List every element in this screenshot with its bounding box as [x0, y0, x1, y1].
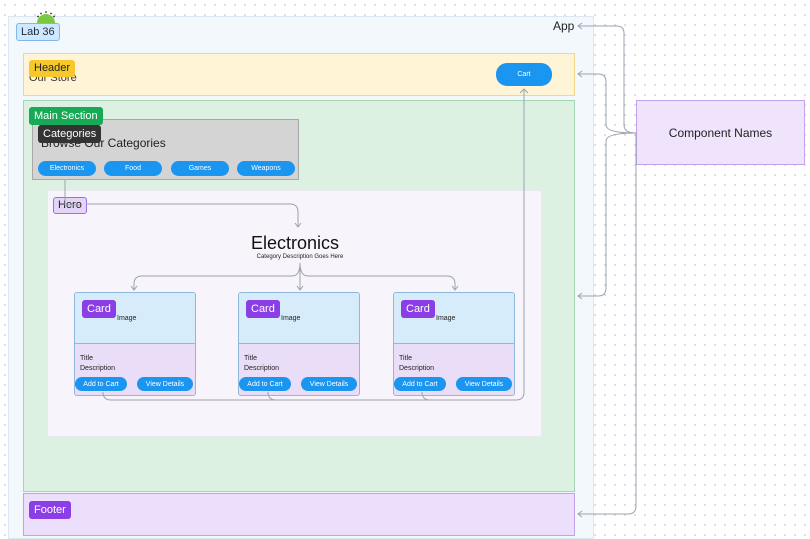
card-tag: Card: [401, 300, 435, 318]
add-to-cart-button[interactable]: Add to Cart: [75, 377, 127, 391]
card-description: Description: [80, 365, 116, 372]
hero-description: Category Description Goes Here: [256, 254, 344, 260]
header-tag: Header: [29, 60, 76, 77]
card-tag: Card: [82, 300, 116, 318]
product-card: Card Image Title Description Add to Cart…: [238, 292, 360, 396]
product-card: Card Image Title Description Add to Cart…: [393, 292, 515, 396]
card-description: Description: [244, 365, 280, 372]
view-details-button[interactable]: View Details: [137, 377, 193, 391]
card-title: Title: [244, 355, 257, 362]
main-section-tag: Main Section: [29, 107, 103, 125]
card-image-label: Image: [436, 315, 456, 322]
category-weapons-button[interactable]: Weapons: [237, 161, 295, 176]
view-details-button[interactable]: View Details: [456, 377, 512, 391]
category-games-button[interactable]: Games: [171, 161, 229, 176]
lab-logo-icon: [37, 11, 55, 23]
lab-badge: Lab 36: [16, 23, 60, 41]
component-names-box: Component Names: [636, 100, 805, 165]
card-title: Title: [80, 355, 93, 362]
cart-button[interactable]: Cart: [496, 63, 552, 86]
category-food-button[interactable]: Food: [104, 161, 162, 176]
view-details-button[interactable]: View Details: [301, 377, 357, 391]
header-section: [23, 53, 575, 96]
card-tag: Card: [246, 300, 280, 318]
product-card: Card Image Title Description Add to Cart…: [74, 292, 196, 396]
card-description: Description: [399, 365, 435, 372]
app-label: App: [553, 19, 575, 33]
footer-section: [23, 493, 575, 536]
hero-tag: Hero: [53, 197, 87, 214]
footer-tag: Footer: [29, 501, 71, 519]
hero-title: Electronics: [250, 233, 340, 253]
categories-tag: Categories: [38, 125, 102, 143]
card-image-label: Image: [117, 315, 137, 322]
card-title: Title: [399, 355, 412, 362]
add-to-cart-button[interactable]: Add to Cart: [394, 377, 446, 391]
card-image-label: Image: [281, 315, 301, 322]
category-electronics-button[interactable]: Electronics: [38, 161, 96, 176]
add-to-cart-button[interactable]: Add to Cart: [239, 377, 291, 391]
